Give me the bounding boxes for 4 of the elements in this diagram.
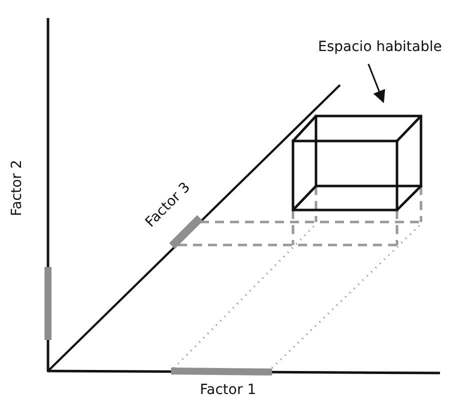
axis-label: Factor 1	[200, 382, 256, 398]
arrow	[368, 64, 386, 104]
axis-label: Factor 2	[9, 160, 25, 216]
callout-label: Espacio habitable	[318, 39, 442, 55]
